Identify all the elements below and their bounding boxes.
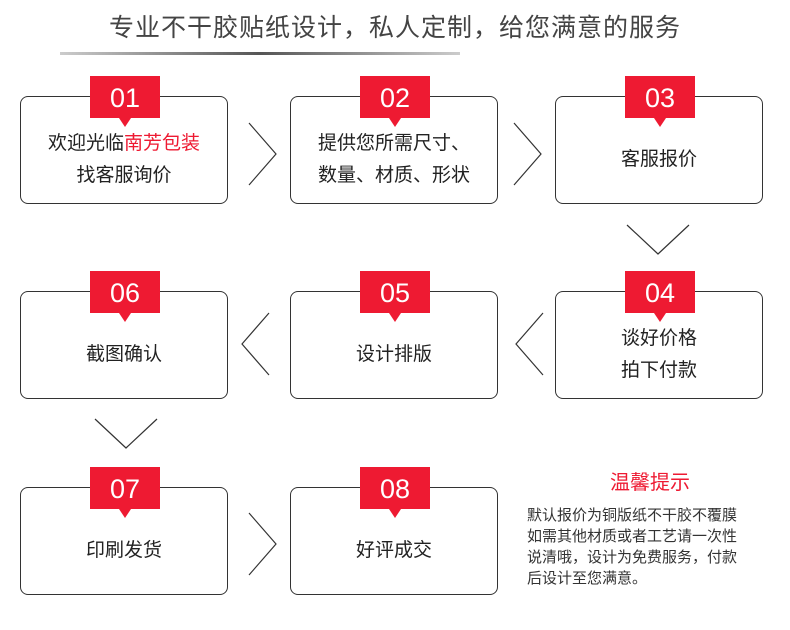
chevron-right-icon [513,122,542,186]
step-text: 提供您所需尺寸、 [317,132,470,154]
tips-title: 温馨提示 [610,470,690,494]
step-text: 好评成交 [355,539,432,561]
step-text: 欢迎光临 [47,132,124,154]
step-badge-08: 08 [360,467,430,518]
step-text: 印刷发货 [85,539,162,561]
tips-line: 说清哦，设计为免费服务，付款 [527,548,738,566]
page-title: 专业不干胶贴纸设计，私人定制，给您满意的服务 [108,13,681,42]
step-text: 截图确认 [85,343,162,365]
tips-line: 如需其他材质或者工艺请一次性 [527,527,738,545]
step-badge-05: 05 [360,271,430,322]
step-badge-02: 02 [360,76,430,127]
step-text: 找客服询价 [76,164,172,186]
step-badge-03: 03 [625,76,695,127]
step-text: 设计排版 [355,343,432,365]
chevron-down-icon [626,224,690,255]
step-badge-04: 04 [625,271,695,322]
title-divider [60,52,460,55]
tips-line: 后设计至您满意。 [527,569,648,587]
step-badge-07: 07 [90,467,160,518]
chevron-right-icon [248,122,277,186]
step-text: 客服报价 [620,148,697,170]
chevron-down-icon [94,418,158,449]
brand-name: 南芳包装 [124,132,201,154]
step-text: 谈好价格 [620,327,697,349]
chevron-left-icon [515,312,544,376]
step-text: 数量、材质、形状 [317,164,470,186]
step-badge-06: 06 [90,271,160,322]
tips-body: 默认报价为铜版纸不干胶不覆膜 如需其他材质或者工艺请一次性 说清哦，设计为免费服… [527,505,772,589]
chevron-left-icon [241,312,270,376]
chevron-right-icon [248,512,277,576]
step-text: 拍下付款 [620,359,697,381]
step-badge-01: 01 [90,76,160,127]
tips-line: 默认报价为铜版纸不干胶不覆膜 [527,506,738,524]
